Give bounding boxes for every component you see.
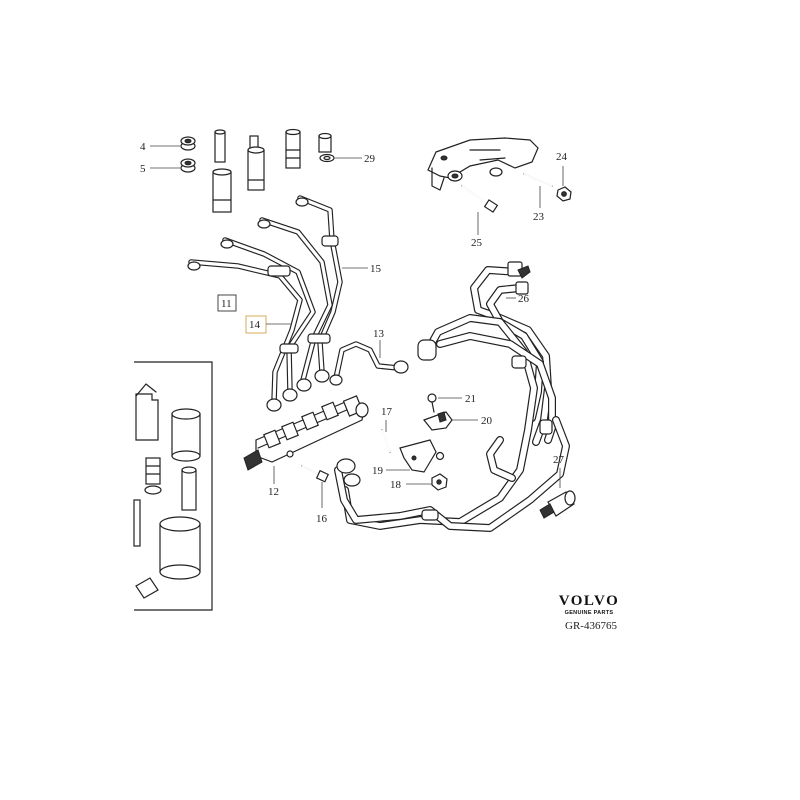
brand-name: VOLVO (558, 593, 620, 609)
callout-12: 12 (268, 486, 279, 498)
callout-23: 23 (533, 211, 545, 223)
callout-11: 11 (221, 298, 232, 310)
brand-subtitle: GENUINE PARTS (564, 610, 614, 616)
injection-pipes-part-15[interactable] (187, 195, 343, 412)
callout-19: 19 (372, 465, 384, 477)
bolt-part-25[interactable] (461, 185, 499, 213)
callout-16: 16 (316, 513, 328, 525)
callout-box-11 (217, 294, 237, 312)
stud-part-17[interactable] (381, 429, 391, 453)
callout-5: 5 (140, 163, 146, 175)
callout-27: 27 (553, 454, 565, 466)
sensor-part-27[interactable] (539, 490, 576, 519)
callout-4: 4 (140, 141, 146, 153)
callout-box-14 (245, 315, 267, 334)
callout-26: 26 (518, 293, 530, 305)
volvo-logo: VOLVO GENUINE PARTS (556, 594, 622, 617)
injector-sleeves[interactable] (212, 128, 332, 213)
callout-21: 21 (465, 393, 476, 405)
stud-part-23[interactable] (523, 173, 553, 187)
seal-ring-part-5[interactable] (180, 158, 196, 173)
callout-13: 13 (373, 328, 385, 340)
inset-detail-frame (133, 361, 213, 611)
seal-ring-part-4[interactable] (180, 136, 196, 151)
callout-14: 14 (249, 319, 261, 331)
callout-18: 18 (390, 479, 402, 491)
callout-20: 20 (481, 415, 493, 427)
nut-part-18[interactable] (431, 473, 448, 491)
pipe-part-13[interactable] (329, 341, 409, 386)
mounting-bracket[interactable] (427, 137, 539, 191)
callout-15: 15 (370, 263, 382, 275)
nut-part-24[interactable] (556, 186, 572, 202)
callout-24: 24 (556, 151, 568, 163)
screw-part-21[interactable] (427, 393, 437, 413)
washer-part-29[interactable] (319, 153, 335, 163)
clip-part-20[interactable] (423, 411, 453, 431)
bolt-part-16[interactable] (301, 465, 330, 483)
callout-17: 17 (381, 406, 393, 418)
diagram-reference-number: GR-436765 (565, 620, 617, 632)
fuel-distributor-part-12[interactable] (243, 395, 369, 471)
fuel-hoses-part-26[interactable] (334, 261, 570, 532)
callout-29: 29 (364, 153, 376, 165)
callout-25: 25 (471, 237, 483, 249)
bracket-part-19[interactable] (399, 439, 445, 473)
